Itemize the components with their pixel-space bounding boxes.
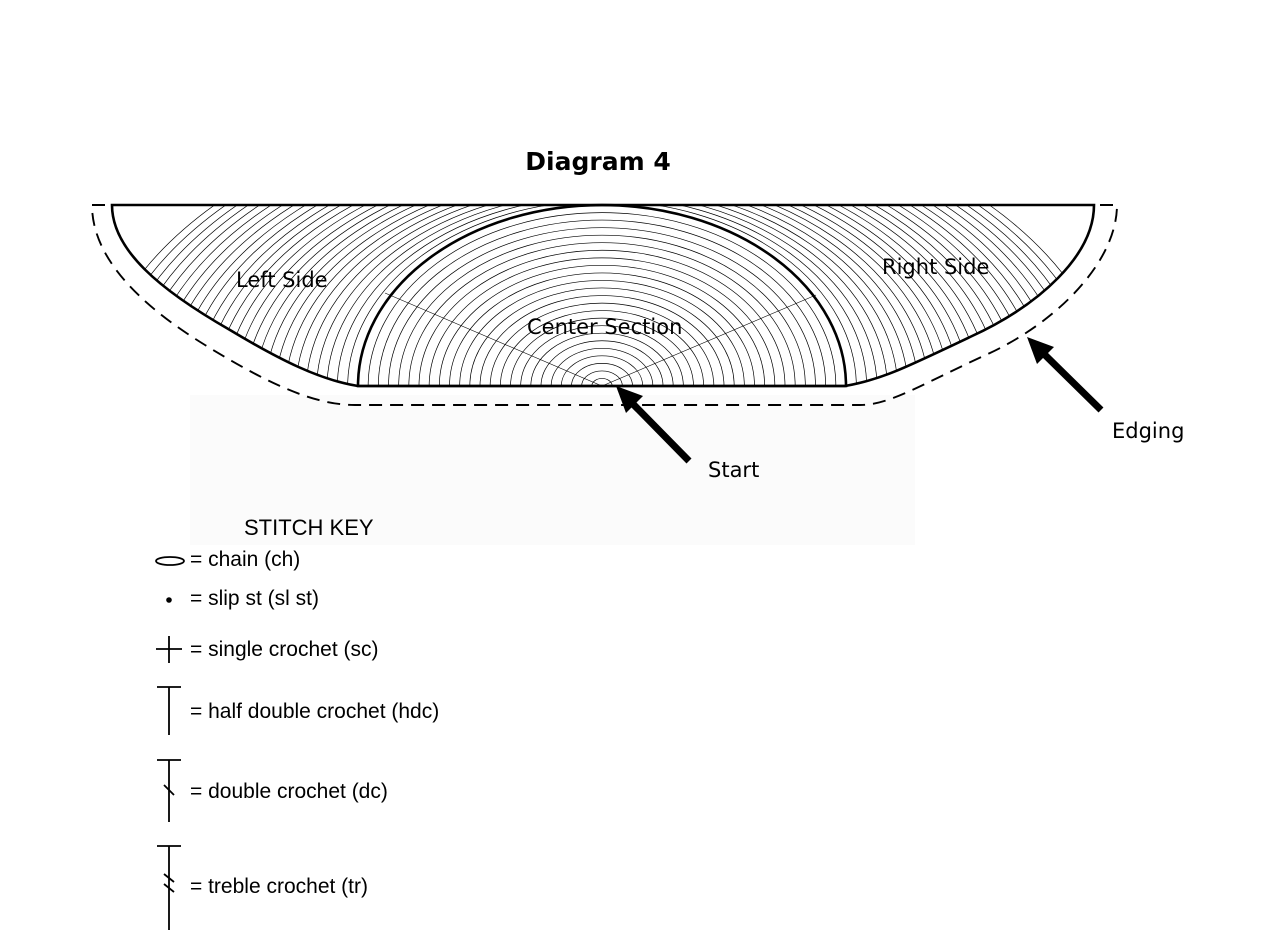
- stitch-key-title: STITCH KEY: [244, 515, 374, 540]
- side-row-arc: [326, 205, 878, 386]
- center-row-arc: [479, 295, 725, 387]
- side-row-arc: [139, 205, 1065, 386]
- edging-label: Edging: [1112, 419, 1184, 443]
- center-row-arc: [408, 242, 796, 387]
- edging-arrowhead-icon: [1027, 337, 1054, 364]
- center-row-arc: [550, 348, 654, 387]
- side-row-arc: [264, 205, 940, 386]
- center-section-guides: [384, 292, 817, 387]
- t-treble-crochet-icon: [157, 845, 181, 930]
- side-row-arc: [274, 205, 930, 386]
- stitch-key-item-single-crochet: = single crochet (sc): [190, 638, 379, 661]
- center-row-arc: [581, 370, 623, 387]
- center-row-arc: [469, 287, 735, 387]
- center-section-rows: [357, 204, 847, 387]
- t-double-crochet-icon: [157, 759, 181, 822]
- diagram-title: Diagram 4: [525, 147, 670, 176]
- side-row-arc: [284, 205, 920, 386]
- edging-outline: [91, 204, 1118, 406]
- stitch-key-item-treble-crochet: = treble crochet (tr): [190, 875, 368, 898]
- t-half-double-crochet-icon: [157, 686, 181, 735]
- center-row-arc: [489, 302, 715, 387]
- center-row-arc: [428, 257, 776, 387]
- stitch-key-item-double-crochet: = double crochet (dc): [190, 780, 388, 803]
- center-row-arc: [540, 340, 664, 387]
- right-side-label: Right Side: [882, 255, 989, 279]
- side-row-arc: [118, 205, 1086, 386]
- center-row-arc: [530, 332, 674, 387]
- left-side-label: Left Side: [236, 268, 328, 292]
- center-row-arc: [510, 317, 694, 387]
- start-arrowhead-icon: [616, 386, 643, 413]
- side-row-arc: [112, 205, 1094, 386]
- center-row-arc: [560, 355, 644, 387]
- stitch-key-item-chain: = chain (ch): [190, 548, 300, 571]
- stitch-key: STITCH KEY = chain (ch) = slip st (sl st…: [155, 515, 439, 930]
- side-row-arc: [336, 205, 868, 386]
- center-row-arc: [398, 234, 806, 387]
- edging-arrow: [1027, 337, 1104, 413]
- side-row-arc: [233, 205, 971, 386]
- oval-chain-icon: [155, 556, 185, 566]
- background-panel: [190, 395, 915, 545]
- side-row-arc: [201, 205, 1003, 386]
- dot-slip-stitch-icon: [166, 597, 172, 603]
- center-row-arc: [449, 272, 755, 387]
- side-row-arc: [112, 205, 1094, 386]
- center-row-arc: [520, 325, 684, 387]
- side-row-arc: [243, 205, 961, 386]
- start-arrow: [616, 386, 692, 464]
- stitch-key-item-slip-stitch: = slip st (sl st): [190, 587, 319, 610]
- center-row-arc: [499, 310, 705, 387]
- side-row-arc: [112, 205, 1094, 386]
- side-row-arc: [305, 205, 899, 386]
- center-row-arc: [459, 280, 745, 387]
- start-label: Start: [708, 458, 759, 482]
- center-row-arc: [418, 249, 786, 387]
- side-row-arc: [253, 205, 951, 386]
- side-row-arc: [316, 205, 888, 386]
- side-row-arc: [212, 205, 992, 386]
- center-guide-right: [601, 294, 817, 387]
- center-guide-left: [384, 292, 603, 387]
- center-row-arc: [377, 219, 827, 387]
- center-row-arc: [571, 363, 633, 387]
- stitch-key-item-half-double-crochet: = half double crochet (hdc): [190, 700, 439, 723]
- center-section-label: Center Section: [527, 315, 682, 339]
- side-row-arc: [347, 205, 857, 386]
- center-row-arc: [438, 265, 766, 387]
- side-row-arc: [160, 205, 1044, 386]
- center-row-arc: [591, 378, 613, 387]
- center-row-arc: [388, 227, 816, 387]
- side-row-arc: [295, 205, 909, 386]
- side-row-arc: [222, 205, 982, 386]
- side-row-arc: [181, 205, 1023, 386]
- cross-single-crochet-icon: [156, 636, 182, 663]
- center-row-arc: [367, 212, 837, 387]
